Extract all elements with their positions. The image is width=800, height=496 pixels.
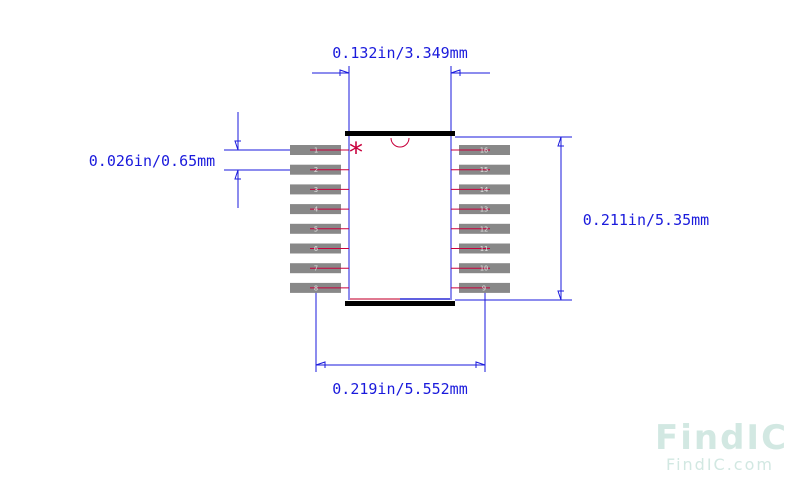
body-width-label: 0.132in/3.349mm: [332, 44, 467, 62]
pitch-arrow-bottom: [234, 169, 241, 180]
length-arrow-top: [557, 136, 564, 147]
pin-label: 14: [480, 186, 488, 194]
left-pin-row: 1 2 3 4 5 6 7 8: [290, 145, 349, 293]
package-body: [345, 131, 455, 306]
pin-label: 5: [314, 225, 318, 233]
body-width-arrow-left: [339, 69, 350, 76]
body-width-arrow-right: [450, 69, 461, 76]
overall-width-arrow-right: [475, 361, 486, 368]
length-arrow-bottom: [557, 290, 564, 301]
pin1-notch: [390, 137, 410, 148]
pitch-arrow-top: [234, 140, 241, 151]
pin-label: 3: [314, 186, 318, 194]
dimension-lines: [224, 66, 572, 372]
pin-pitch-label: 0.026in/0.65mm: [89, 152, 215, 170]
pin-label: 6: [314, 245, 318, 253]
pin-label: 16: [480, 147, 488, 155]
overall-width-label: 0.219in/5.552mm: [332, 380, 467, 398]
pin-label: 15: [480, 166, 488, 174]
overall-width-arrow-left: [315, 361, 326, 368]
pin-label: 7: [314, 265, 318, 273]
pin-label: 4: [314, 206, 318, 214]
pin-label: 9: [482, 284, 486, 292]
pin1-marker: *: [349, 136, 363, 169]
body-length-label: 0.211in/5.35mm: [583, 211, 709, 229]
pin-label: 10: [480, 265, 488, 273]
pin-label: 13: [480, 206, 488, 214]
pin-label: 1: [314, 147, 318, 155]
body-bottom-bar: [345, 301, 455, 306]
right-pin-row: 16 15 14 13 12 11 10 9: [451, 145, 510, 293]
watermark: FindIC FindIC.com: [655, 418, 789, 474]
pin-label: 8: [314, 284, 318, 292]
watermark-site: FindIC.com: [666, 455, 774, 474]
pin-label: 11: [480, 245, 488, 253]
body-top-bar: [345, 131, 455, 136]
pin-label: 2: [314, 166, 318, 174]
pin-label: 12: [480, 225, 488, 233]
watermark-logo: FindIC: [655, 418, 789, 458]
